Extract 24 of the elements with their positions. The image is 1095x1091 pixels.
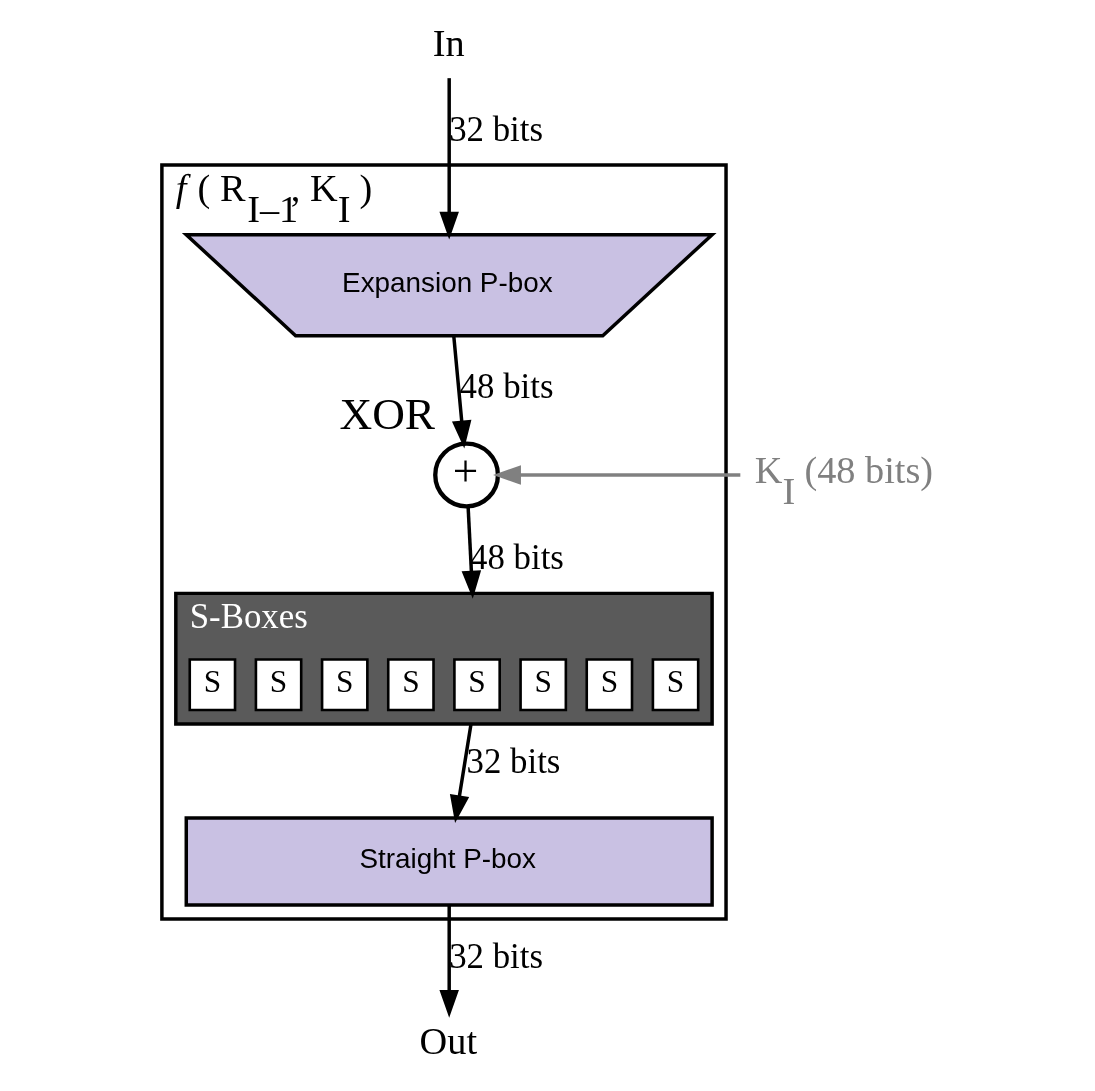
- arrow: [449, 723, 473, 824]
- arrow: [451, 335, 471, 449]
- arrow: [438, 905, 459, 1018]
- edge-label: 32 bits: [448, 936, 543, 976]
- arrow: [438, 78, 459, 240]
- node-box: S: [187, 658, 236, 712]
- node-box: Straight P-box: [184, 816, 714, 907]
- node-text: Out: [419, 1020, 477, 1063]
- arrow: [461, 506, 481, 599]
- node-box: S: [320, 658, 369, 712]
- arrow: [492, 465, 740, 485]
- node-box: S: [584, 658, 633, 712]
- edge-label: 48 bits: [459, 367, 553, 407]
- node-label: XOR: [338, 389, 435, 440]
- node-box: S: [651, 658, 699, 712]
- edge-label: 48 bits: [469, 538, 564, 578]
- node-circle: +: [432, 441, 500, 509]
- edge-label: 32 bits: [448, 109, 543, 149]
- edge-label: 32 bits: [466, 741, 560, 781]
- node-box: S: [254, 658, 302, 712]
- node-box: S: [518, 658, 567, 712]
- node-box: S: [452, 658, 501, 712]
- node-box: S: [386, 658, 435, 712]
- node-text: In: [432, 22, 465, 65]
